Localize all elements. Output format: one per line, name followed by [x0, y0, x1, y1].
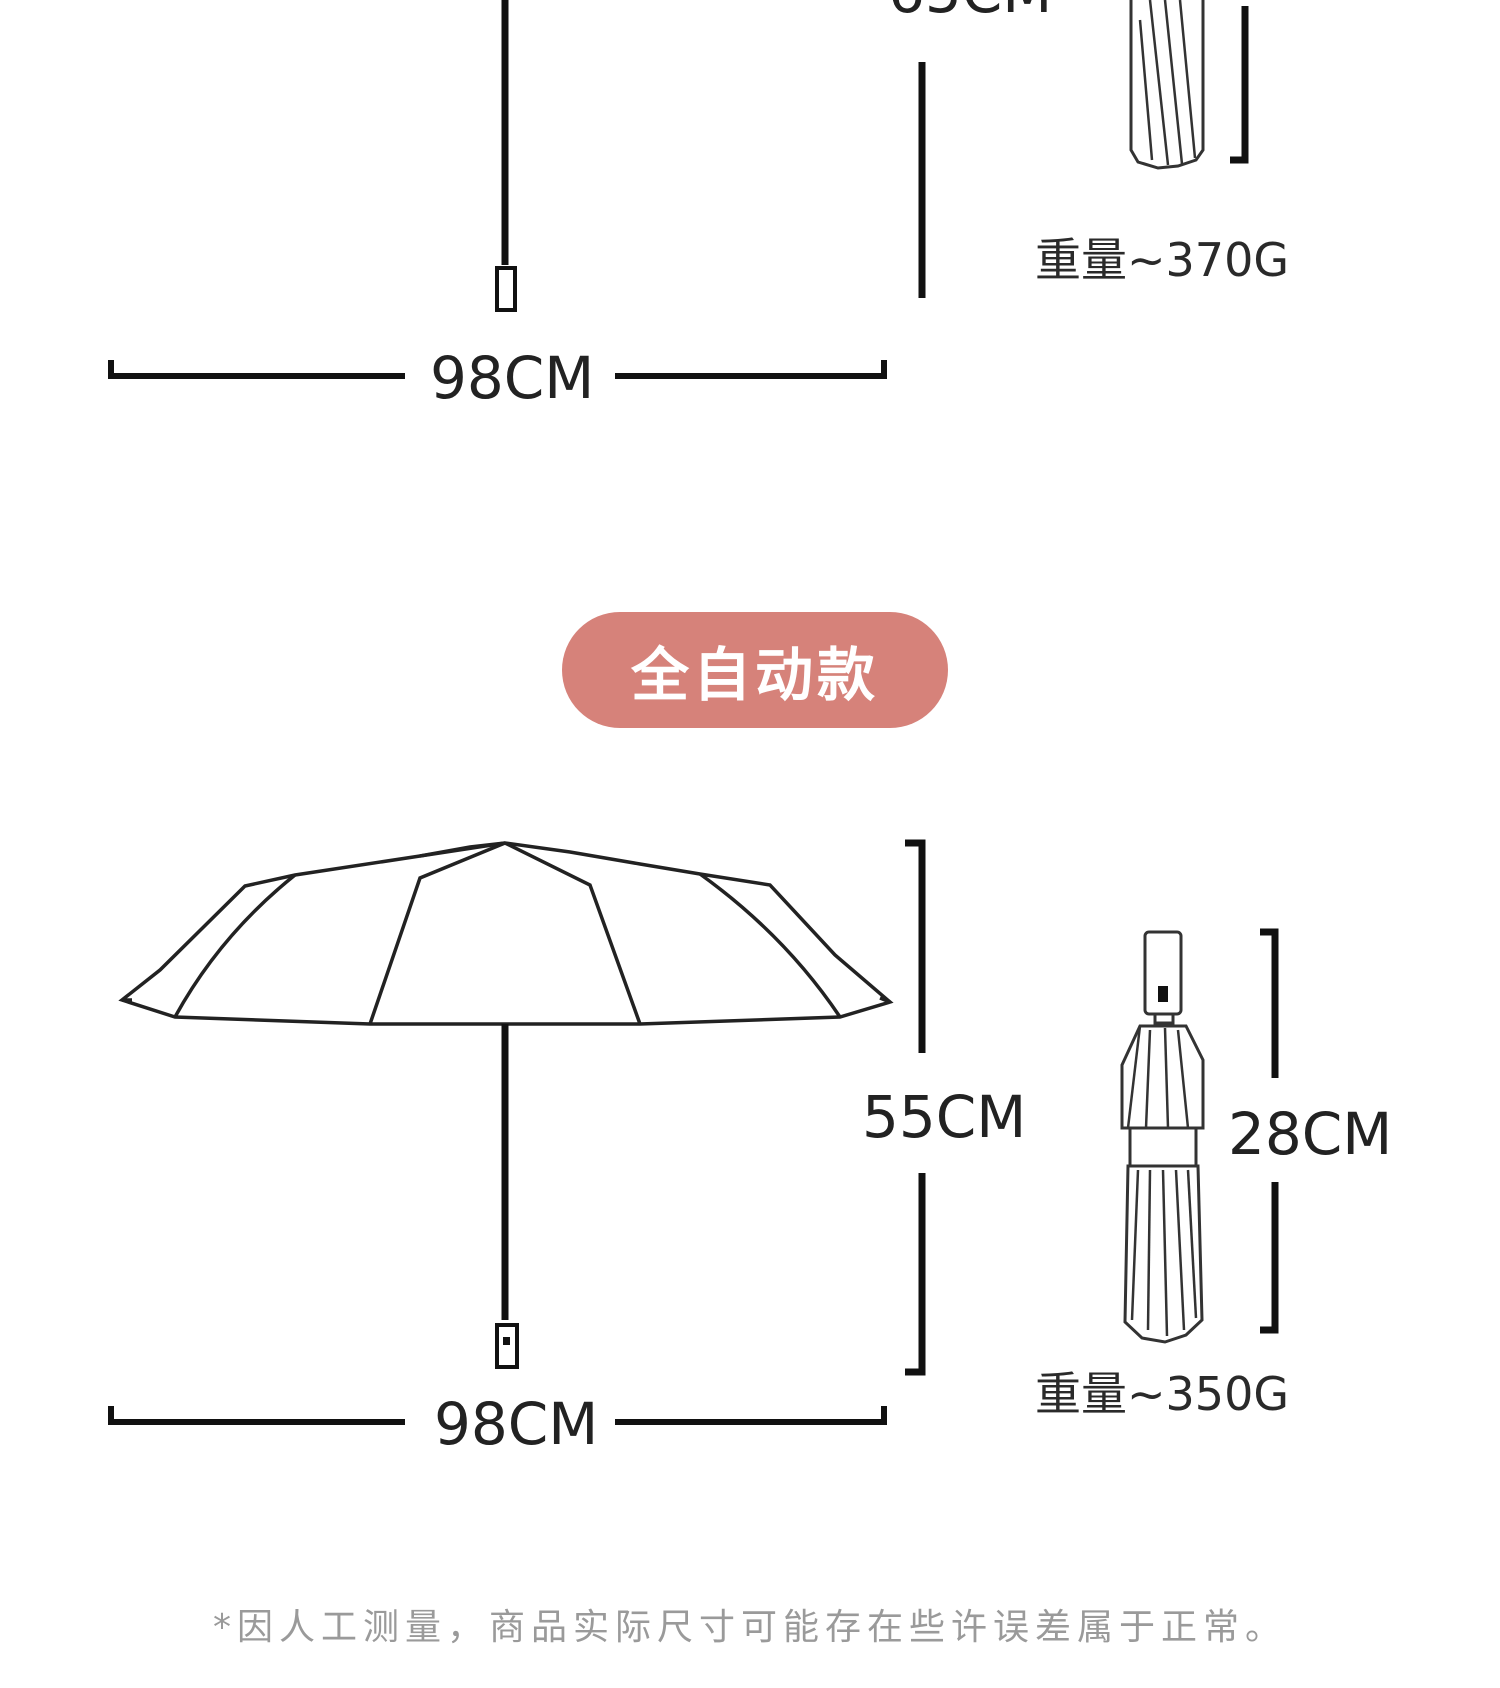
auto-model-badge: 全自动款 [562, 612, 948, 728]
open-umbrella-shaft [495, 1024, 519, 1369]
folded-umbrella [1120, 930, 1205, 1344]
top-folded-umbrella [1129, 0, 1205, 170]
badge-label: 全自动款 [630, 641, 879, 709]
top-folded-length-bracket [1230, 6, 1249, 164]
top-weight: 重量~370G [1035, 233, 1289, 287]
folded-length-label: 28CM [1228, 1100, 1392, 1168]
top-open-umbrella-shaft [495, 0, 517, 312]
open-height-label: 55CM [862, 1083, 1026, 1151]
top-width-dimension: 98CM [108, 344, 887, 412]
folded-length-dimension: 28CM [1228, 928, 1392, 1334]
top-weight-label: 重量~370G [1035, 233, 1289, 287]
bottom-weight-label: 重量~350G [1035, 1367, 1289, 1421]
bottom-width-dimension: 98CM [108, 1390, 887, 1458]
measurement-disclaimer: *因人工测量，商品实际尺寸可能存在些许误差属于正常。 [212, 1607, 1287, 1648]
top-height-dimension: 65CM [888, 0, 1052, 298]
open-umbrella-canopy [118, 841, 894, 1026]
open-height-dimension: 55CM [862, 839, 1026, 1376]
top-height-label: 65CM [888, 0, 1052, 26]
bottom-width-label: 98CM [434, 1390, 598, 1458]
bottom-weight: 重量~350G [1035, 1367, 1289, 1421]
top-width-label: 98CM [430, 344, 594, 412]
